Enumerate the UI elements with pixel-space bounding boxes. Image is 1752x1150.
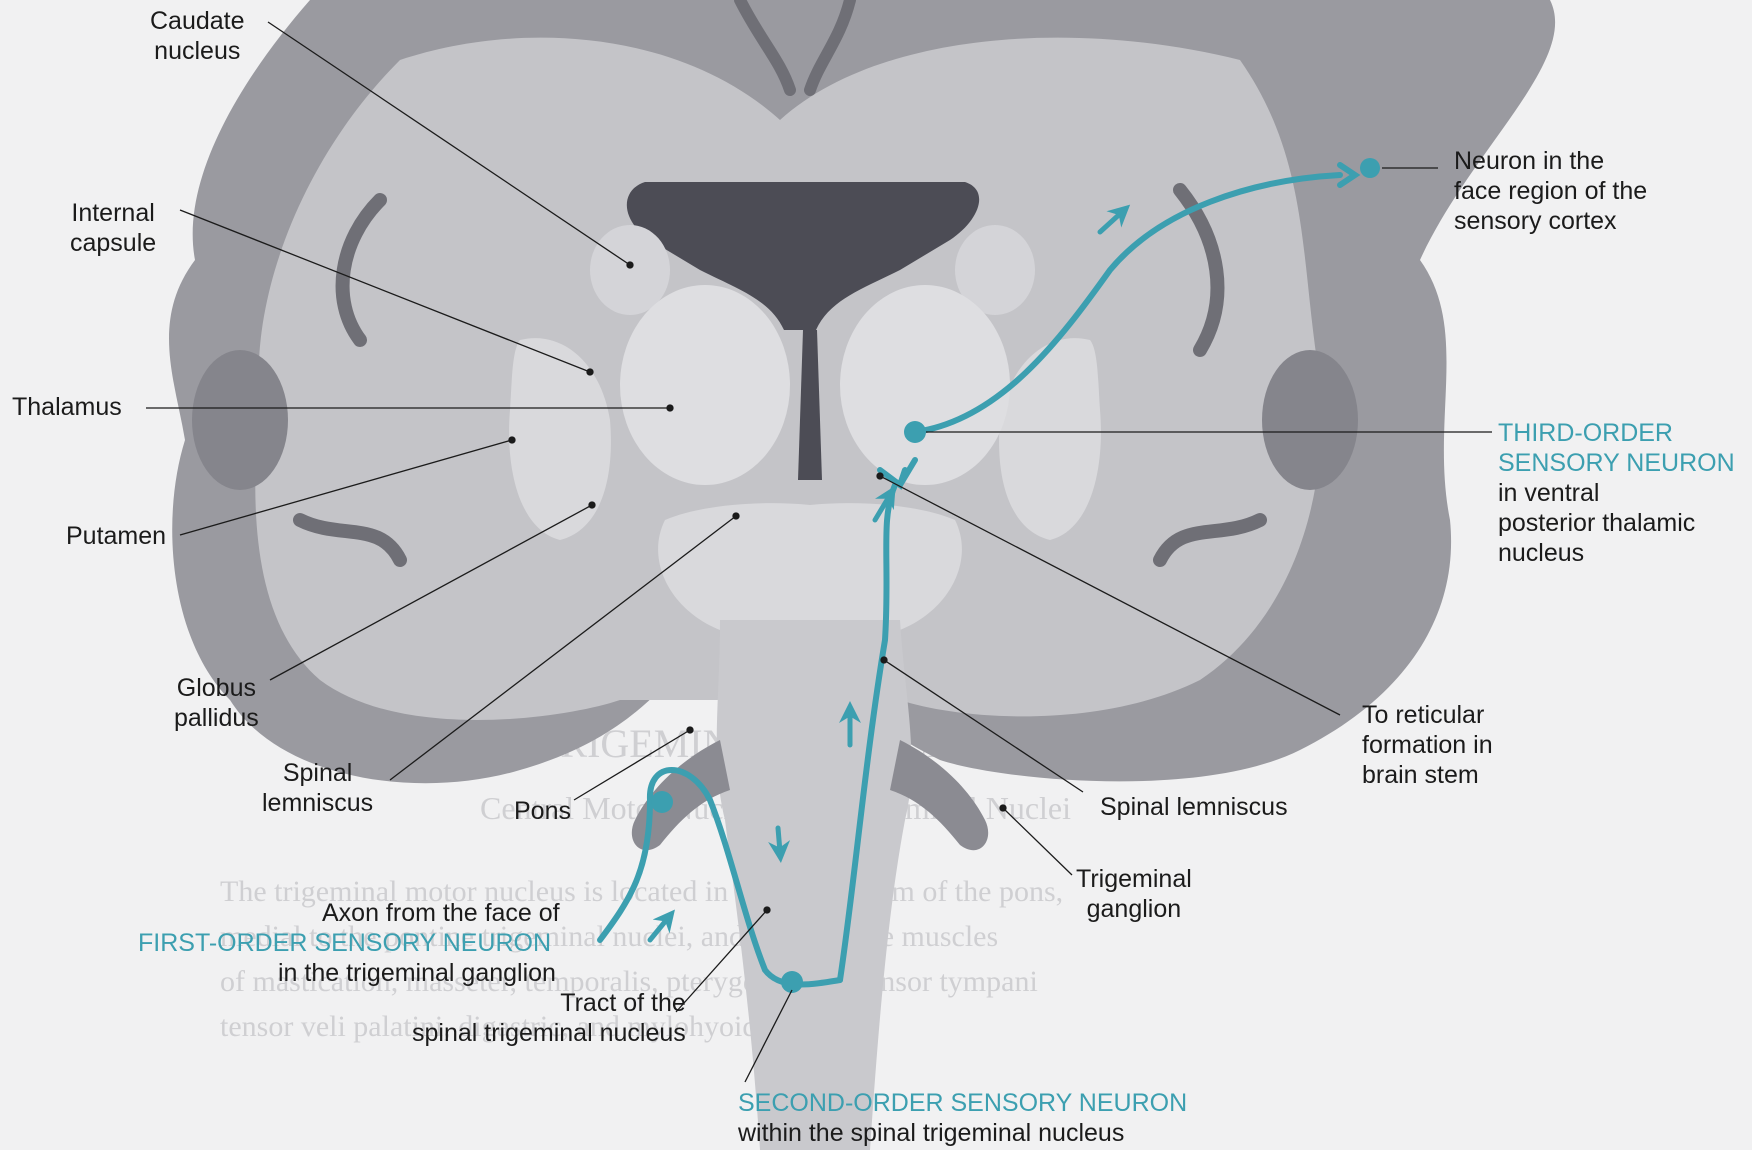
pointer-dot bbox=[733, 513, 739, 519]
label-thalamus: Thalamus bbox=[12, 392, 122, 422]
pointer-dot bbox=[1000, 805, 1006, 811]
label-trigeminal-ganglion: Trigeminal ganglion bbox=[1076, 864, 1192, 924]
label-line: Neuron in the bbox=[1454, 146, 1647, 176]
label-line: Caudate bbox=[150, 6, 245, 36]
pons-brainstem bbox=[717, 620, 912, 1150]
arrow-icon bbox=[778, 828, 780, 852]
label-line: formation in bbox=[1362, 730, 1493, 760]
label-first-order-neuron: FIRST-ORDER SENSORY NEURON bbox=[138, 928, 551, 958]
label-line: brain stem bbox=[1362, 760, 1493, 790]
label-line: capsule bbox=[70, 228, 156, 258]
label-third-order-location: in ventral posterior thalamic nucleus bbox=[1498, 478, 1695, 568]
label-line: nucleus bbox=[150, 36, 245, 66]
label-third-order-neuron: THIRD-ORDER SENSORY NEURON bbox=[1498, 418, 1735, 478]
label-to-reticular-formation: To reticular formation in brain stem bbox=[1362, 700, 1493, 790]
label-line: FIRST-ORDER SENSORY NEURON bbox=[138, 928, 551, 958]
label-second-order-neuron: SECOND-ORDER SENSORY NEURON bbox=[738, 1088, 1187, 1118]
label-line: posterior thalamic bbox=[1498, 508, 1695, 538]
label-line: Internal bbox=[70, 198, 156, 228]
label-line: SECOND-ORDER SENSORY NEURON bbox=[738, 1088, 1187, 1118]
label-line: Trigeminal bbox=[1076, 864, 1192, 894]
label-second-order-location: within the spinal trigeminal nucleus bbox=[738, 1118, 1124, 1148]
label-line: lemniscus bbox=[262, 788, 373, 818]
label-pons: Pons bbox=[514, 796, 571, 826]
label-tract-spinal-trigeminal: Tract of the spinal trigeminal nucleus bbox=[412, 988, 686, 1048]
label-putamen: Putamen bbox=[66, 521, 166, 551]
label-line: Spinal lemniscus bbox=[1100, 792, 1288, 822]
label-line: Globus bbox=[174, 673, 259, 703]
label-line: Thalamus bbox=[12, 392, 122, 422]
label-line: Putamen bbox=[66, 521, 166, 551]
label-line: sensory cortex bbox=[1454, 206, 1647, 236]
pointer-dot bbox=[509, 437, 515, 443]
pointer-dot bbox=[627, 262, 633, 268]
pointer-dot bbox=[587, 369, 593, 375]
leader-line-trigeminal-ganglion bbox=[1003, 808, 1072, 875]
label-line: SENSORY NEURON bbox=[1498, 448, 1735, 478]
insular-cortex-left bbox=[192, 350, 288, 490]
label-line: Axon from the face of bbox=[322, 898, 560, 928]
label-internal-capsule: Internal capsule bbox=[70, 198, 156, 258]
pointer-dot bbox=[877, 473, 883, 479]
label-caudate-nucleus: Caudate nucleus bbox=[150, 6, 245, 66]
label-line: THIRD-ORDER bbox=[1498, 418, 1735, 448]
label-line: in the trigeminal ganglion bbox=[278, 958, 556, 988]
label-line: Tract of the bbox=[412, 988, 686, 1018]
label-line: within the spinal trigeminal nucleus bbox=[738, 1118, 1124, 1148]
caudate-nucleus-left bbox=[590, 225, 670, 315]
thalamus-right bbox=[840, 285, 1010, 485]
first-order-neuron-cell bbox=[651, 791, 673, 813]
arrow-icon bbox=[650, 918, 668, 940]
label-trigeminal-ganglion-location: in the trigeminal ganglion bbox=[278, 958, 556, 988]
second-order-neuron-cell bbox=[781, 971, 803, 993]
label-line: Spinal bbox=[262, 758, 373, 788]
midbrain bbox=[658, 503, 962, 630]
pointer-dot bbox=[881, 657, 887, 663]
pointer-dot bbox=[687, 727, 693, 733]
label-line: pallidus bbox=[174, 703, 259, 733]
label-line: spinal trigeminal nucleus bbox=[412, 1018, 686, 1048]
label-line: Pons bbox=[514, 796, 571, 826]
label-globus-pallidus: Globus pallidus bbox=[174, 673, 259, 733]
label-line: in ventral bbox=[1498, 478, 1695, 508]
label-line: nucleus bbox=[1498, 538, 1695, 568]
pointer-dot bbox=[589, 502, 595, 508]
label-line: face region of the bbox=[1454, 176, 1647, 206]
cortical-neuron-cell bbox=[1360, 158, 1380, 178]
insular-cortex-right bbox=[1262, 350, 1358, 490]
pointer-dot bbox=[667, 405, 673, 411]
label-neuron-face-cortex: Neuron in the face region of the sensory… bbox=[1454, 146, 1647, 236]
label-axon-from-face: Axon from the face of bbox=[322, 898, 560, 928]
label-line: ganglion bbox=[1076, 894, 1192, 924]
label-line: To reticular bbox=[1362, 700, 1493, 730]
label-spinal-lemniscus-right: Spinal lemniscus bbox=[1100, 792, 1288, 822]
thalamus-left bbox=[620, 285, 790, 485]
pointer-dot bbox=[764, 907, 770, 913]
label-spinal-lemniscus-left: Spinal lemniscus bbox=[262, 758, 373, 818]
